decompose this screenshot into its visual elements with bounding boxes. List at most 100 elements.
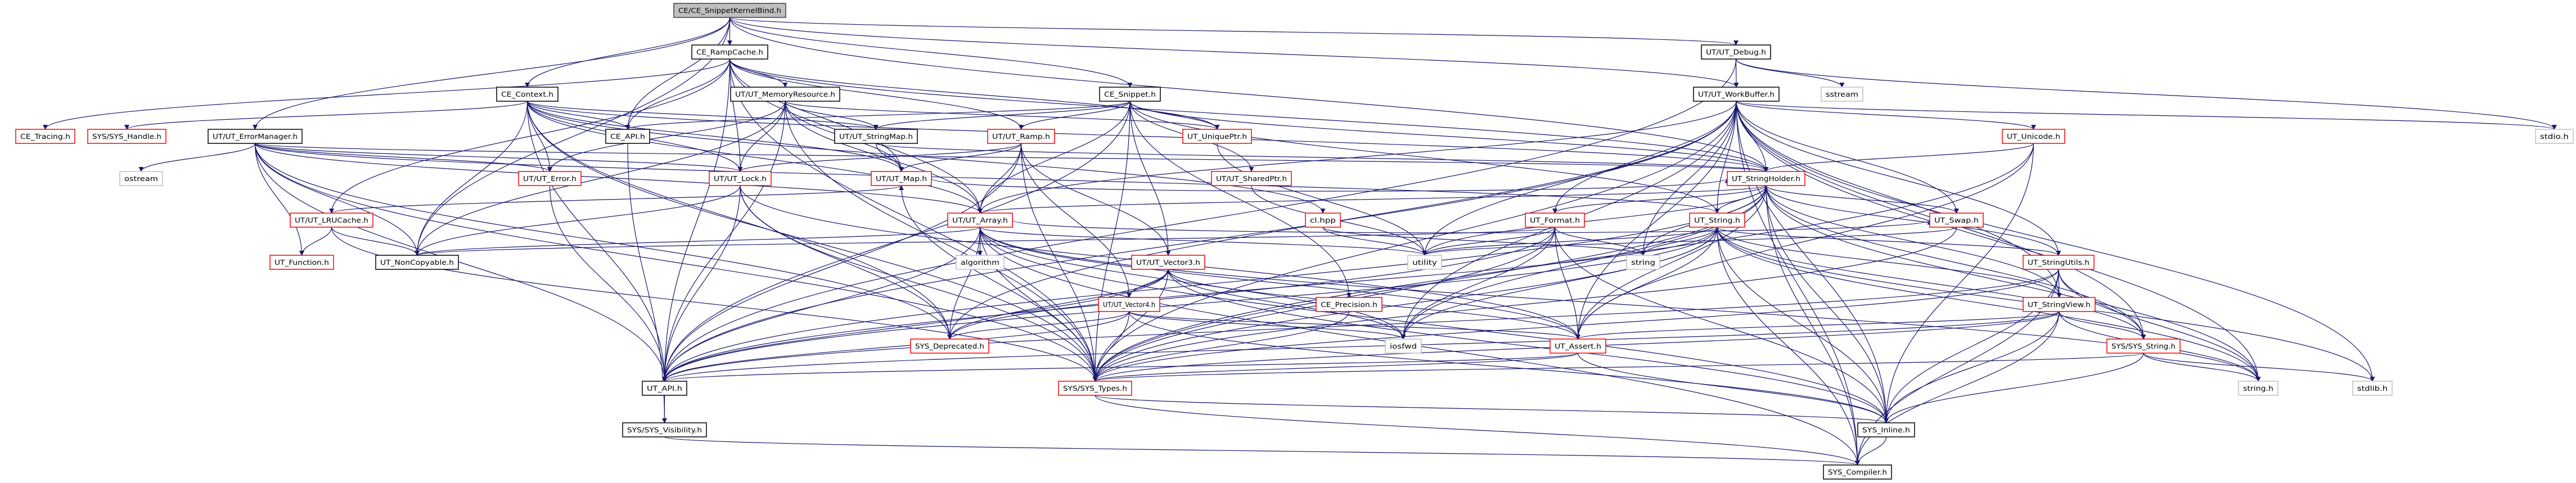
node-strholder[interactable]: UT_StringHolder.h	[1727, 171, 1805, 186]
edge-snippet-to-utapi	[662, 101, 1131, 382]
node-skb[interactable]: CE/CE_SnippetKernelBind.h	[673, 3, 786, 18]
edge-snippet-to-array	[978, 101, 1131, 214]
edge-memres-to-systypes	[785, 101, 1098, 382]
node-box	[1131, 255, 1205, 270]
node-lock[interactable]: UT/UT_Lock.h	[709, 171, 772, 186]
node-vector4[interactable]: UT/UT_Vector4.h	[1098, 297, 1160, 312]
edge-assert-to-inline	[1577, 353, 1889, 423]
edge-workbuf-to-inline	[1736, 101, 1889, 423]
edge-strholder-to-stringh	[1766, 185, 2261, 382]
node-label: UT/UT_WorkBuffer.h	[1698, 91, 1775, 98]
node-box	[1316, 297, 1382, 312]
edge-debug-to-stdio	[1735, 58, 2557, 130]
node-ramp[interactable]: UT/UT_Ramp.h	[987, 129, 1055, 144]
node-label: ostream	[124, 175, 158, 183]
node-label: UT_StringHolder.h	[1732, 175, 1800, 183]
edge-sysstring-to-inline	[1884, 353, 2144, 423]
node-utstring[interactable]: UT_String.h	[1689, 213, 1745, 228]
node-strview[interactable]: UT_StringView.h	[2023, 297, 2096, 312]
node-label: SYS/SYS_Visibility.h	[627, 426, 702, 434]
node-format[interactable]: UT_Format.h	[1525, 213, 1585, 228]
node-debug[interactable]: UT/UT_Debug.h	[1701, 44, 1771, 60]
node-deprecated[interactable]: SYS_Deprecated.h	[910, 338, 989, 354]
node-map[interactable]: UT/UT_Map.h	[871, 171, 932, 186]
node-sstream: sstream	[1821, 87, 1863, 102]
node-box	[1626, 255, 1660, 270]
edge-snippet-to-strmap	[873, 101, 1131, 130]
edge-ramp-to-array	[978, 143, 1022, 214]
node-memres[interactable]: UT/UT_MemoryResource.h	[730, 87, 840, 102]
node-snippet[interactable]: CE_Snippet.h	[1099, 87, 1161, 102]
edge-unicode-to-inline	[1884, 143, 2034, 423]
node-label: string	[1631, 259, 1655, 267]
node-tracing[interactable]: CE_Tracing.h	[15, 129, 75, 144]
node-stdlib: stdlib.h	[2352, 381, 2393, 396]
edge-lock-to-noncopy	[415, 185, 741, 256]
node-compiler[interactable]: SYS_Compiler.h	[1823, 464, 1892, 480]
node-systypes[interactable]: SYS/SYS_Types.h	[1058, 381, 1132, 396]
edge-errmgr-to-function	[254, 143, 304, 256]
node-visibility[interactable]: SYS/SYS_Visibility.h	[622, 422, 707, 437]
edge-uniqueptr-to-utility	[1217, 143, 1427, 256]
node-label: SYS/SYS_String.h	[2111, 342, 2176, 350]
node-stdio: stdio.h	[2535, 129, 2574, 144]
node-precision[interactable]: CE_Precision.h	[1316, 297, 1382, 312]
node-strmap[interactable]: UT/UT_StringMap.h	[834, 129, 918, 144]
node-sharedptr[interactable]: UT/UT_SharedPtr.h	[1211, 171, 1292, 186]
node-label: UT/UT_MemoryResource.h	[735, 91, 835, 98]
edge-strmap-to-strholder	[875, 143, 1768, 172]
edge-snippet-to-vector3	[1129, 101, 1171, 256]
node-workbuf[interactable]: UT/UT_WorkBuffer.h	[1693, 87, 1780, 102]
edge-context-to-map	[526, 101, 904, 172]
node-label: stdio.h	[2540, 133, 2569, 141]
node-label: UT/UT_Debug.h	[1706, 48, 1766, 56]
edge-errmgr-to-utapi	[254, 143, 667, 382]
node-unicode[interactable]: UT_Unicode.h	[2002, 129, 2065, 144]
edge-vector3-to-systypes	[1092, 269, 1169, 382]
node-noncopy[interactable]: UT_NonCopyable.h	[375, 255, 459, 270]
edge-assert-to-utapi	[662, 353, 1579, 382]
node-clhpp[interactable]: cl.hpp	[1305, 213, 1341, 228]
node-label: UT_Format.h	[1530, 216, 1580, 224]
node-lru[interactable]: UT/UT_LRUCache.h	[290, 213, 373, 228]
node-assert[interactable]: UT_Assert.h	[1550, 338, 1606, 354]
edge-array-to-noncopy	[415, 227, 981, 256]
node-errmgr[interactable]: UT/UT_ErrorManager.h	[208, 129, 303, 144]
node-ceapi[interactable]: CE_API.h	[605, 129, 650, 144]
edge-rampcache-to-utapi	[662, 58, 731, 382]
edge-skb-to-debug	[729, 17, 1739, 46]
edge-systypes-to-inline	[1095, 395, 1889, 423]
edge-strutils-to-sysstring	[2058, 269, 2146, 340]
node-box	[518, 171, 582, 186]
edge-strutils-to-inline	[1884, 269, 2059, 423]
node-box	[1693, 87, 1780, 102]
edge-utstring-to-compiler	[1717, 227, 1860, 466]
edge-utstring-to-sysstring	[1717, 227, 2146, 340]
edge-ramp-to-vector4	[1020, 143, 1132, 298]
edge-workbuf-to-swap	[1736, 101, 1959, 214]
node-error[interactable]: UT/UT_Error.h	[518, 171, 582, 186]
node-box	[1098, 297, 1160, 312]
node-sysstring[interactable]: SYS/SYS_String.h	[2106, 338, 2181, 354]
node-handle[interactable]: SYS/SYS_Handle.h	[87, 129, 166, 144]
edge-errmgr-to-strholder	[254, 143, 1768, 172]
node-box	[15, 129, 75, 144]
node-context[interactable]: CE_Context.h	[496, 87, 559, 102]
edge-strholder-to-swap	[1766, 185, 1959, 214]
node-iosfwd: iosfwd	[1385, 338, 1422, 354]
edge-snippet-to-strholder	[1129, 101, 1769, 172]
edge-memres-to-lock	[737, 101, 786, 172]
node-inline[interactable]: SYS_Inline.h	[1857, 422, 1915, 437]
node-function[interactable]: UT_Function.h	[269, 255, 334, 270]
node-swap[interactable]: UT_Swap.h	[1929, 213, 1984, 228]
node-rampcache[interactable]: CE_RampCache.h	[691, 44, 768, 60]
edge-utstring-to-deprecated	[947, 227, 1718, 340]
edge-strholder-to-assert	[1575, 185, 1767, 340]
node-label: CE_RampCache.h	[696, 48, 763, 56]
edge-strholder-to-sysstring	[1766, 185, 2146, 340]
node-utapi[interactable]: UT_API.h	[642, 381, 687, 396]
node-strutils[interactable]: UT_StringUtils.h	[2023, 255, 2095, 270]
node-vector3[interactable]: UT/UT_Vector3.h	[1131, 255, 1205, 270]
node-array[interactable]: UT/UT_Array.h	[947, 213, 1013, 228]
node-uniqueptr[interactable]: UT_UniquePtr.h	[1182, 129, 1252, 144]
